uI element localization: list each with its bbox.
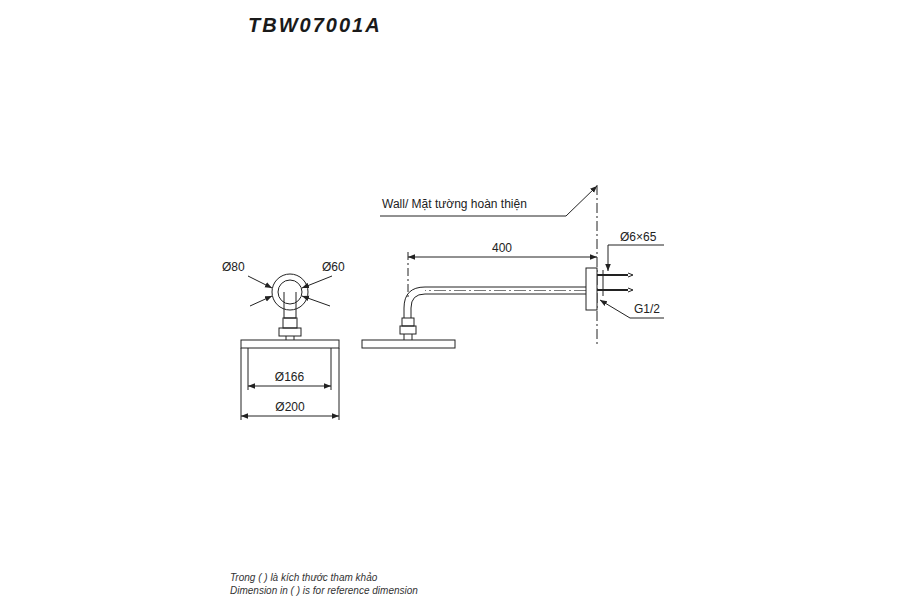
shower-head-side: [362, 340, 455, 348]
diameter-text: Ø60: [322, 260, 345, 274]
note-text: Dimension in ( ) is for reference dimens…: [230, 585, 418, 597]
diameter-text: Ø80: [222, 260, 245, 274]
dimension-text: 400: [490, 241, 514, 255]
screw: [597, 274, 628, 276]
screw: [597, 289, 628, 291]
dimension-line: [408, 257, 597, 258]
arm-front: [284, 292, 296, 318]
wall-leader: [380, 186, 597, 216]
flange-circle: [272, 274, 308, 310]
nut-side: [402, 318, 414, 326]
ball-joint-front: [279, 328, 301, 336]
screw-dimension: Ø6×65: [620, 230, 656, 244]
nut-front: [283, 318, 297, 328]
pipe-circle: [278, 280, 302, 304]
diameter-text: Ø166: [273, 370, 306, 384]
wall-label: Wall/ Mặt tường hoàn thiện: [382, 197, 527, 211]
wall-flange: [586, 268, 597, 310]
thread-size: G1/2: [634, 302, 660, 316]
wall-line: [597, 185, 598, 345]
drawing-title: TBW07001A: [248, 13, 382, 37]
note-text: Trong ( ) là kích thước tham khảo: [230, 572, 377, 584]
shower-arm: [404, 287, 586, 318]
ball-joint-side: [400, 326, 416, 334]
diameter-text: Ø200: [273, 400, 306, 414]
shower-head-front: [241, 340, 339, 348]
